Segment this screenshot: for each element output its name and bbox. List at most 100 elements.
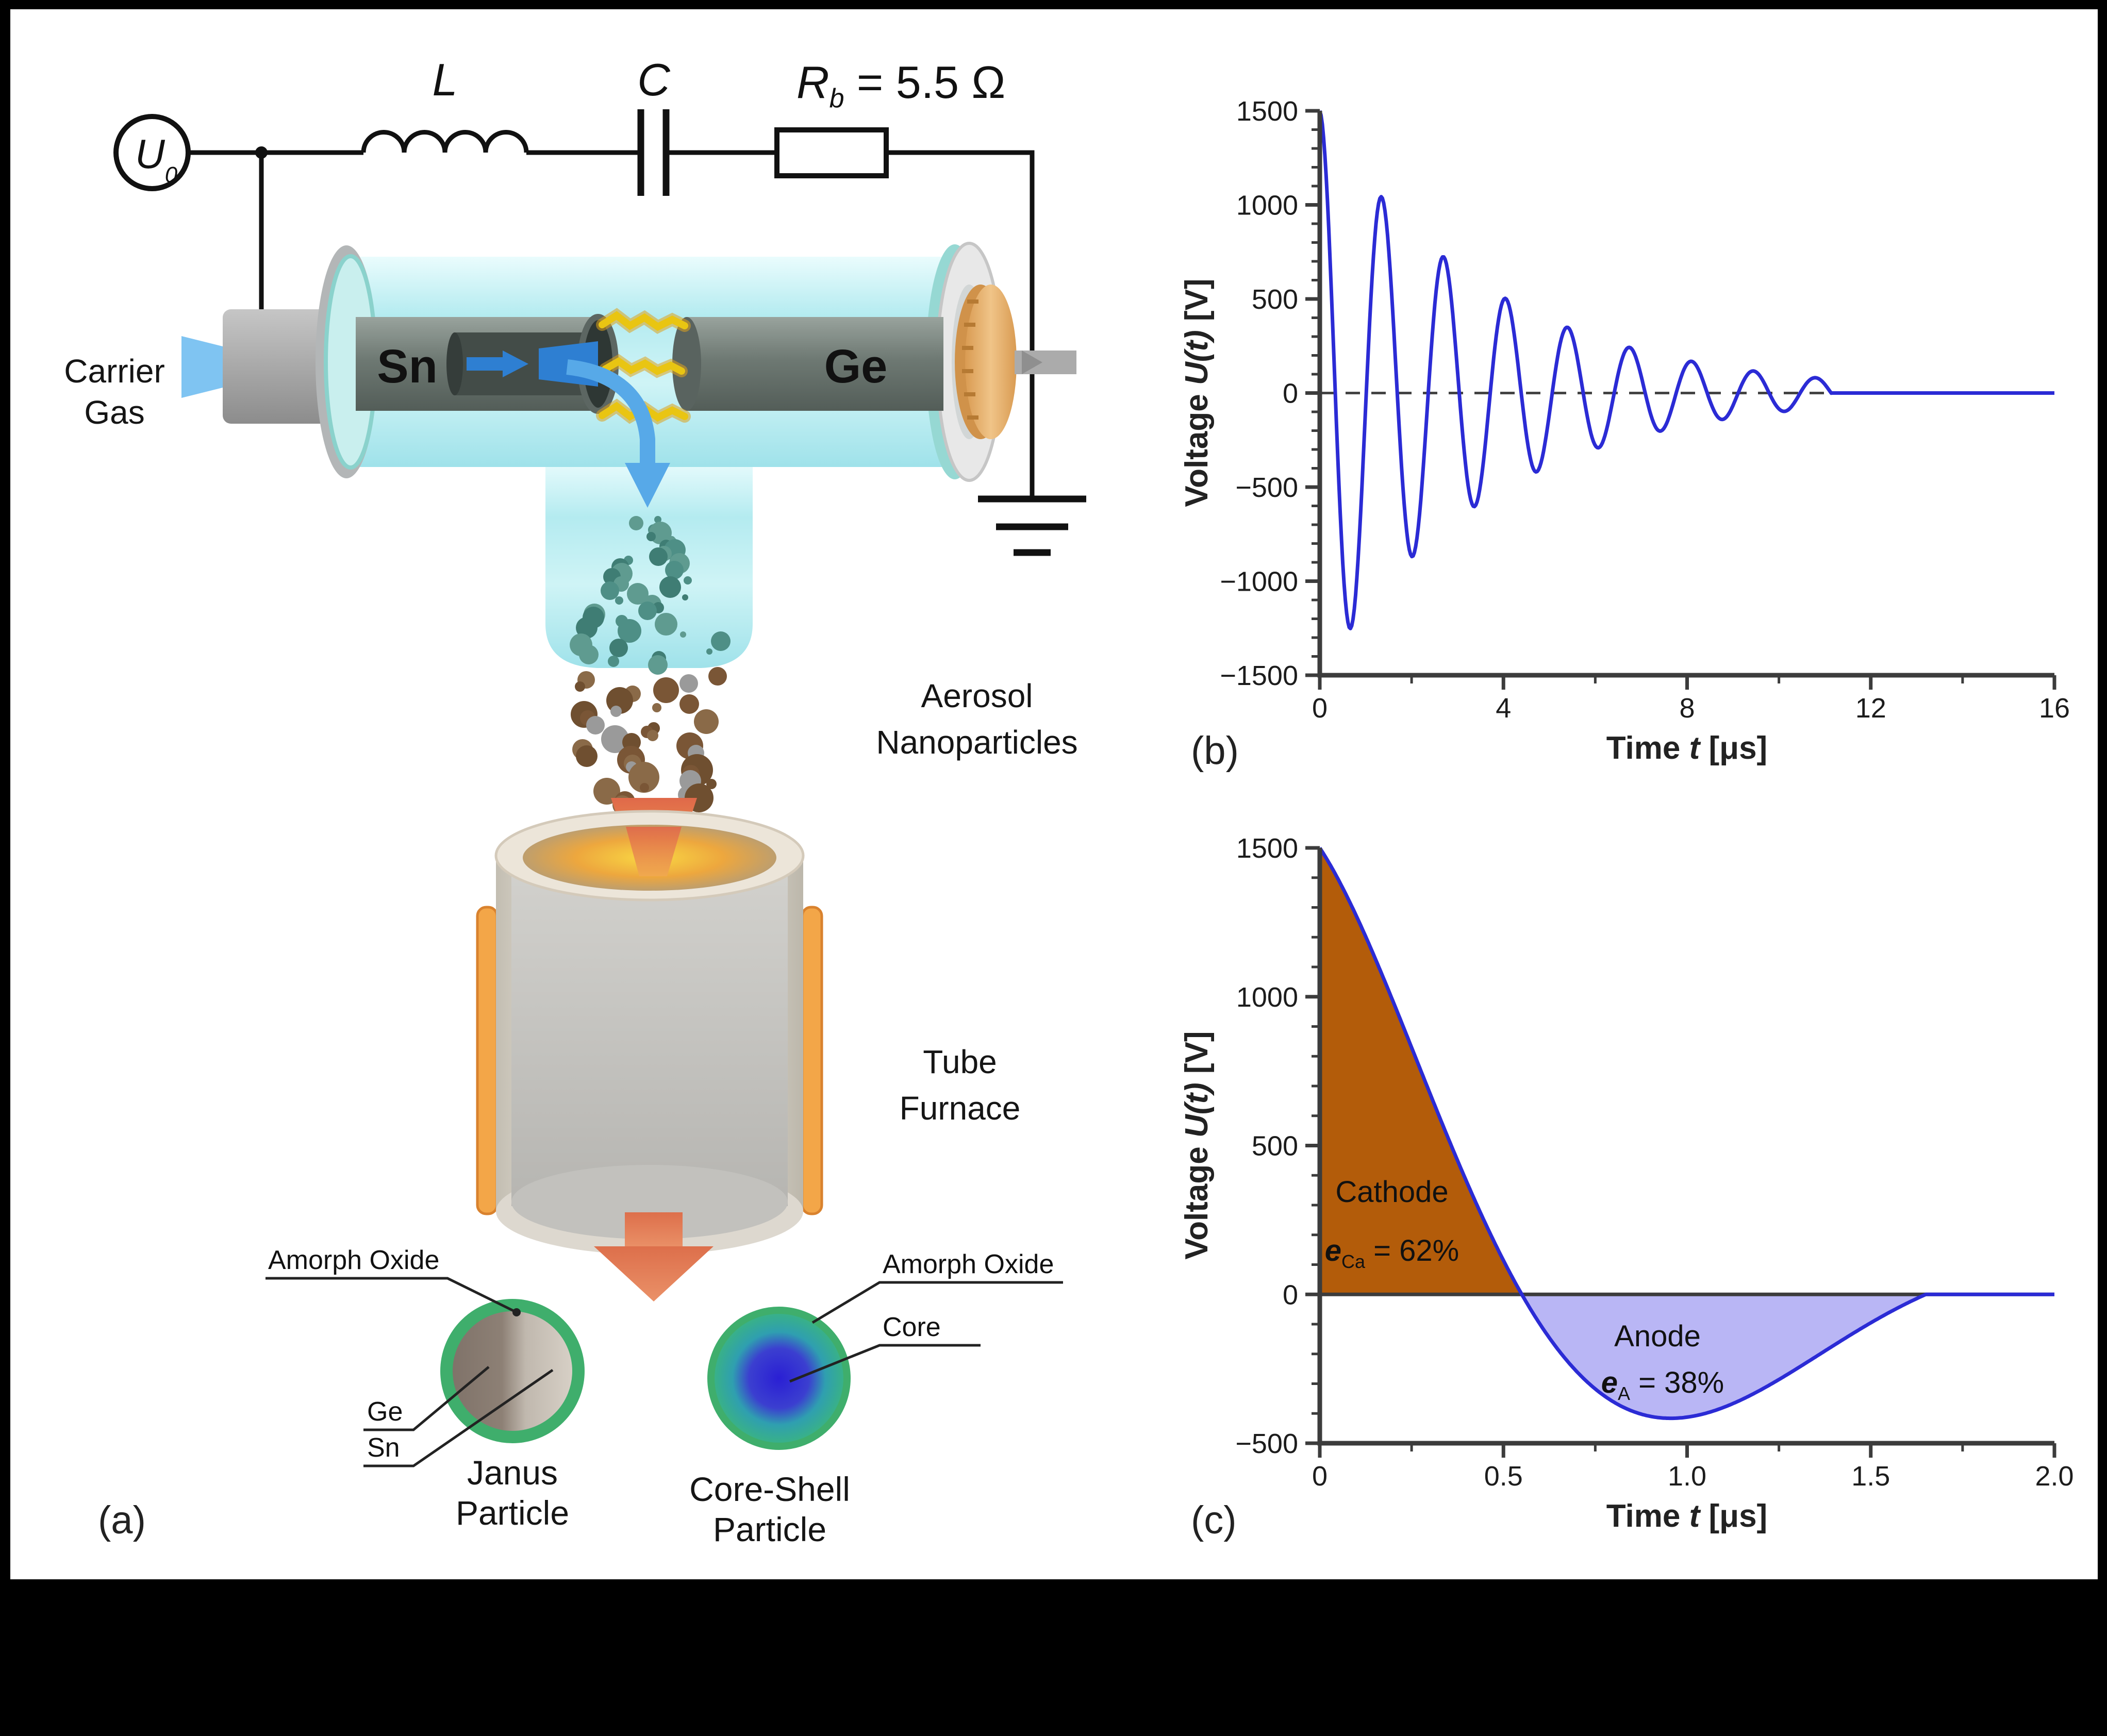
heater-bar-left [476, 906, 499, 1215]
nanoparticle-stream-aerosol [571, 667, 727, 815]
particle [655, 613, 677, 636]
particle [608, 656, 619, 667]
particle [628, 762, 659, 793]
janus-oxide-label: Amorph Oxide [268, 1245, 439, 1275]
b-ylabel: Voltage U(t) [V] [1179, 278, 1215, 507]
voltage-curve [1318, 847, 2054, 1421]
janus-ge-label: Ge [367, 1397, 403, 1427]
core-shell-particle: Amorph Oxide Core Core-Shell Particle [689, 1249, 1063, 1548]
particle [575, 681, 585, 692]
particle [576, 617, 598, 639]
particle [679, 674, 698, 693]
y-tick-label: 1500 [1236, 96, 1298, 127]
janus-sn-label: Sn [367, 1433, 400, 1463]
particle [659, 576, 681, 598]
panel-b-tag: (b) [1191, 729, 1239, 773]
cathode-label: Cathode [1335, 1175, 1448, 1209]
particle [640, 783, 649, 792]
particle [579, 645, 599, 664]
y-tick-label: −500 [1235, 472, 1298, 503]
particle [618, 619, 641, 643]
ground-icon [978, 495, 1086, 556]
voltage-curve [1318, 110, 2054, 630]
anode-label: Anode [1614, 1320, 1701, 1353]
coreshell-name: Core-Shell [689, 1470, 850, 1508]
particle [665, 561, 684, 579]
particle [711, 631, 731, 651]
capacitor-icon [637, 109, 670, 196]
voltage-source-label: U0 [135, 131, 178, 188]
particle [684, 576, 692, 585]
particle [652, 703, 661, 712]
region-anode [1521, 1294, 1926, 1418]
inlet-cap [223, 309, 342, 424]
x-tick-label: 2.0 [2035, 1461, 2073, 1492]
particle [682, 594, 688, 600]
x-tick-label: 0.5 [1484, 1461, 1523, 1492]
x-tick-label: 1.0 [1668, 1461, 1706, 1492]
janus-name2: Particle [456, 1494, 569, 1532]
particle [654, 516, 661, 523]
x-tick-label: 12 [1855, 693, 1886, 724]
cathode-energy-label: eCa = 62% [1325, 1234, 1459, 1272]
y-tick-label: 1000 [1236, 190, 1298, 221]
x-tick-label: 16 [2039, 693, 2070, 724]
particle [615, 596, 623, 605]
particle [680, 631, 686, 638]
furnace-label2: Furnace [900, 1090, 1021, 1127]
inductor-label: L [433, 54, 458, 105]
panel-c-tag: (c) [1191, 1498, 1237, 1542]
y-tick-label: 500 [1252, 1131, 1298, 1162]
particle [601, 581, 619, 600]
particle [627, 583, 649, 605]
panel-a-schematic: U0 L C Rb = 5.5 Ω Carrier Gas [64, 54, 1086, 1548]
x-tick-label: 1.5 [1851, 1461, 1890, 1492]
anode-energy-label: eA = 38% [1601, 1366, 1724, 1404]
particle [648, 655, 668, 675]
c-xlabel: Time t [μs] [1606, 1498, 1767, 1534]
resistor-icon [774, 127, 889, 178]
particle [647, 730, 658, 741]
janus-name: Janus [467, 1454, 558, 1492]
particle [646, 532, 656, 541]
capacitor-label: C [637, 54, 671, 105]
y-tick-label: 500 [1252, 284, 1298, 315]
inductor-icon [361, 130, 529, 153]
coreshell-core-label: Core [883, 1312, 941, 1342]
particle [638, 602, 657, 620]
sn-electrode: Sn [356, 314, 619, 414]
particle [601, 725, 629, 753]
adjustment-knob [955, 285, 1076, 439]
particle [708, 667, 727, 686]
y-tick-label: 0 [1283, 1279, 1298, 1310]
particle [649, 547, 668, 566]
x-tick-label: 0 [1312, 1461, 1328, 1492]
figure-canvas: U0 L C Rb = 5.5 Ω Carrier Gas [10, 9, 2098, 1579]
particle [706, 648, 712, 655]
panel-a-tag: (a) [98, 1498, 146, 1542]
carrier-gas-label: Carrier [64, 353, 165, 390]
x-tick-label: 0 [1312, 693, 1328, 724]
y-tick-label: 1000 [1236, 982, 1298, 1013]
particle [576, 745, 598, 767]
coreshell-oxide-label: Amorph Oxide [883, 1249, 1054, 1279]
furnace-outflow-arrow [594, 1212, 714, 1301]
particle [586, 716, 605, 735]
ge-electrode: Ge [672, 317, 943, 411]
gas-flow-down-arrow [566, 359, 670, 508]
aerosol-label2: Nanoparticles [876, 724, 1077, 761]
plot-area-c: 0 0.5 1.0 1.5 2.0 1500 1000 500 0 −500 [1235, 833, 2073, 1492]
sn-electrode-label: Sn [377, 340, 438, 393]
particle [679, 694, 699, 714]
y-tick-label: −500 [1235, 1428, 1298, 1459]
y-tick-label: 1500 [1236, 833, 1298, 864]
nanoparticle-stream-teal [570, 516, 731, 675]
heater-bar-right [801, 906, 823, 1215]
y-tick-label: 0 [1283, 378, 1298, 409]
tube-furnace [476, 810, 823, 1255]
x-tick-label: 8 [1679, 693, 1695, 724]
particle [610, 706, 622, 717]
b-xlabel: Time t [μs] [1606, 730, 1767, 766]
